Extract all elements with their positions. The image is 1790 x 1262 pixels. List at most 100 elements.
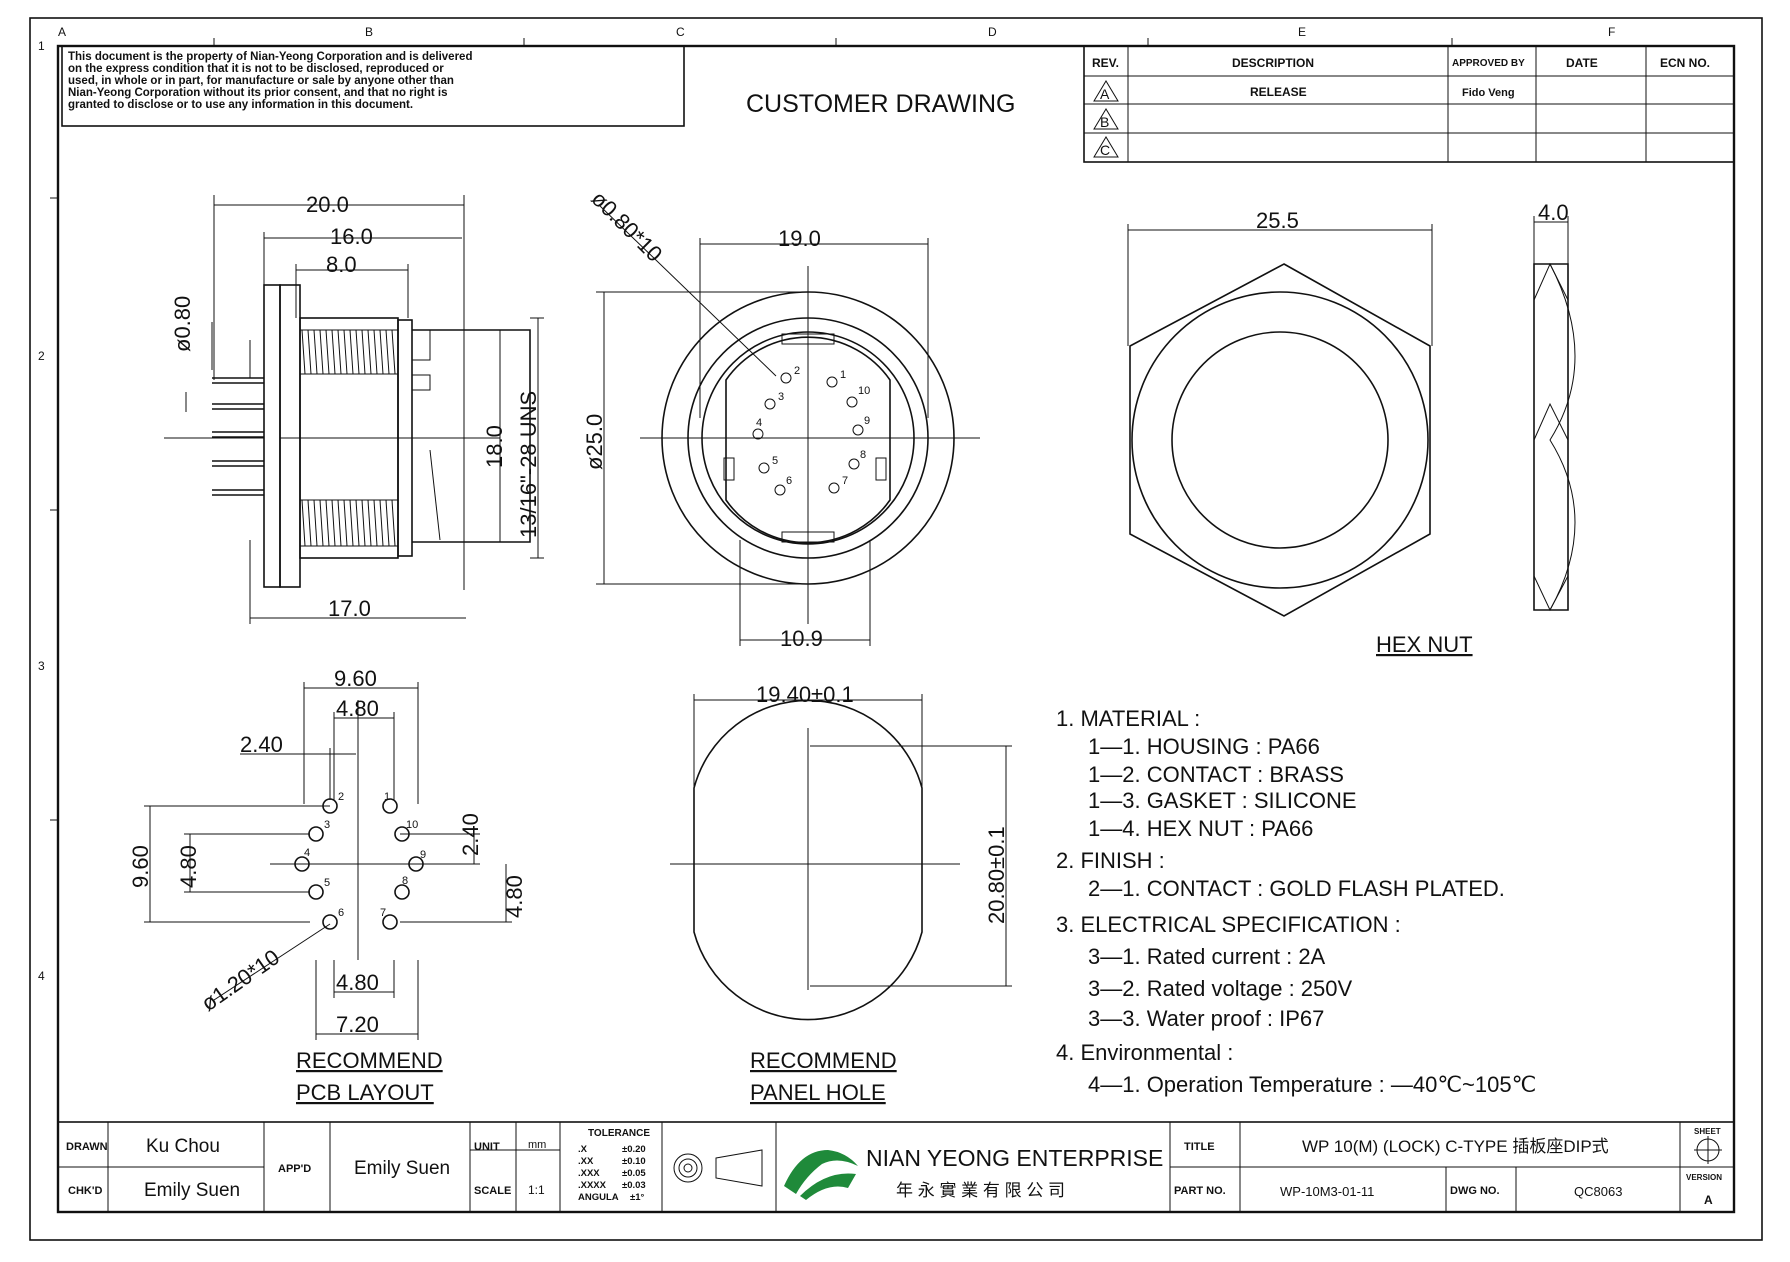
company-logo-icon — [784, 1150, 858, 1200]
thread-line — [355, 329, 360, 375]
thread-line — [325, 329, 330, 375]
grid-row-3: 3 — [38, 659, 45, 673]
panel-label-1: RECOMMEND — [750, 1048, 897, 1073]
thread-line — [301, 329, 306, 375]
scale-label: SCALE — [474, 1185, 511, 1197]
pin-hole — [774, 484, 786, 496]
pcb-dim-9-60: 9.60 — [334, 666, 377, 691]
thread-line — [301, 499, 306, 547]
tol-val: ±0.03 — [622, 1180, 646, 1191]
unit-value: mm — [528, 1139, 546, 1151]
grid-row-1: 1 — [38, 39, 45, 53]
grid-labels: A B C D E F 1 2 3 4 — [38, 25, 1615, 983]
appd-value: Emily Suen — [354, 1158, 450, 1179]
pcb-pad-label: 7 — [380, 907, 386, 919]
dwg-value: QC8063 — [1574, 1184, 1622, 1199]
pcb-pad — [322, 914, 338, 930]
note-line: 3. ELECTRICAL SPECIFICATION : — [1056, 912, 1401, 937]
pcb-label-2: PCB LAYOUT — [296, 1080, 434, 1105]
grid-col-e: E — [1298, 25, 1306, 39]
thread-line — [355, 499, 360, 547]
grid-col-a: A — [58, 25, 66, 39]
pcb-pad-label: 5 — [324, 877, 330, 889]
tol-val: ±1° — [630, 1192, 644, 1203]
thread-line — [343, 329, 348, 375]
hex-nut-view: 25.5 4.0 HEX NUT — [1127, 200, 1576, 657]
note-line: 3—3. Water proof : IP67 — [1088, 1006, 1324, 1031]
pcb-pad — [308, 826, 324, 842]
panel-dim-height: 20.80±0.1 — [984, 826, 1009, 924]
grid-col-f: F — [1608, 25, 1615, 39]
pcb-dim-9-60-v: 9.60 — [128, 845, 153, 888]
pcb-dim-2-40: 2.40 — [240, 732, 283, 757]
pin-label: 7 — [842, 475, 848, 487]
note-line: 2. FINISH : — [1056, 848, 1165, 873]
rev-a-description: RELEASE — [1250, 85, 1307, 99]
thread-line — [361, 329, 366, 375]
pcb-pad-label: 1 — [384, 791, 390, 803]
thread-line — [349, 499, 354, 547]
note-line: 1—2. CONTACT : BRASS — [1088, 762, 1344, 787]
thread-line — [307, 499, 312, 547]
thread-line — [391, 329, 396, 375]
thread-line — [325, 499, 330, 547]
pin-hole — [764, 398, 776, 410]
rev-a: A — [1100, 86, 1110, 102]
title-label: TITLE — [1184, 1141, 1215, 1153]
thread-line — [385, 499, 390, 547]
pcb-pad — [308, 884, 324, 900]
description-header: DESCRIPTION — [1232, 56, 1314, 70]
ecn-header: ECN NO. — [1660, 56, 1710, 70]
pin-label: 6 — [786, 475, 792, 487]
pin-label: 3 — [778, 391, 784, 403]
tol-val: ±0.05 — [622, 1168, 646, 1179]
pin-label: 1 — [840, 369, 846, 381]
rev-b: B — [1100, 114, 1109, 130]
sheet-label: SHEET — [1694, 1127, 1721, 1136]
company-name-cn: 年 永 實 業 有 限 公 司 — [896, 1181, 1065, 1200]
pcb-dim-2-40-v: 2.40 — [458, 813, 483, 856]
panel-label-2: PANEL HOLE — [750, 1080, 886, 1105]
pcb-pad — [394, 884, 410, 900]
pin-hole — [780, 372, 792, 384]
pin-label: 10 — [858, 385, 870, 397]
dim-pin-dia: ø0.80 — [170, 296, 195, 352]
note-line: 4. Environmental : — [1056, 1040, 1233, 1065]
disclaimer-text: This document is the property of Nian-Ye… — [68, 51, 472, 111]
thread-line — [331, 499, 336, 547]
dim-17: 17.0 — [328, 596, 371, 621]
thread-line — [331, 329, 336, 375]
side-view: 20.0 16.0 8.0 17.0 18.0 13/16"-28 UNS ø0… — [164, 192, 544, 624]
note-line: 2—1. CONTACT : GOLD FLASH PLATED. — [1088, 876, 1505, 901]
pcb-pad — [294, 856, 310, 872]
grid-col-c: C — [676, 25, 685, 39]
note-line: 1—4. HEX NUT : PA66 — [1088, 816, 1313, 841]
thread-line — [349, 329, 354, 375]
inner-frame — [56, 44, 1736, 1214]
pin-hole — [826, 376, 838, 388]
pin-hole — [848, 458, 860, 470]
scale-value: 1:1 — [528, 1183, 545, 1197]
disclaimer-line: This document is the property of Nian-Ye… — [68, 51, 472, 63]
pin-hole — [846, 396, 858, 408]
chkd-value: Emily Suen — [144, 1180, 240, 1201]
tol-val: ±0.10 — [622, 1156, 646, 1167]
part-value: WP-10M3-01-11 — [1280, 1184, 1374, 1199]
disclaimer-line: Nian-Yeong Corporation without its prior… — [68, 87, 448, 99]
pcb-dim-4-80: 4.80 — [336, 696, 379, 721]
dim-18: 18.0 — [482, 425, 507, 468]
pcb-pad-label: 6 — [338, 907, 344, 919]
grid-col-d: D — [988, 25, 997, 39]
thread-line — [373, 499, 378, 547]
tol-key: .XXX — [578, 1168, 600, 1179]
thread-line — [367, 499, 372, 547]
notes-block: 1. MATERIAL : 1—1. HOUSING : PA66 1—2. C… — [1056, 706, 1536, 1097]
appd-label: APP'D — [278, 1163, 311, 1175]
hex-nut-label: HEX NUT — [1376, 632, 1473, 657]
version-label: VERSION — [1686, 1173, 1722, 1182]
projection-symbol-icon — [673, 1149, 763, 1187]
disclaimer-line: granted to disclose or to use any inform… — [68, 99, 413, 111]
